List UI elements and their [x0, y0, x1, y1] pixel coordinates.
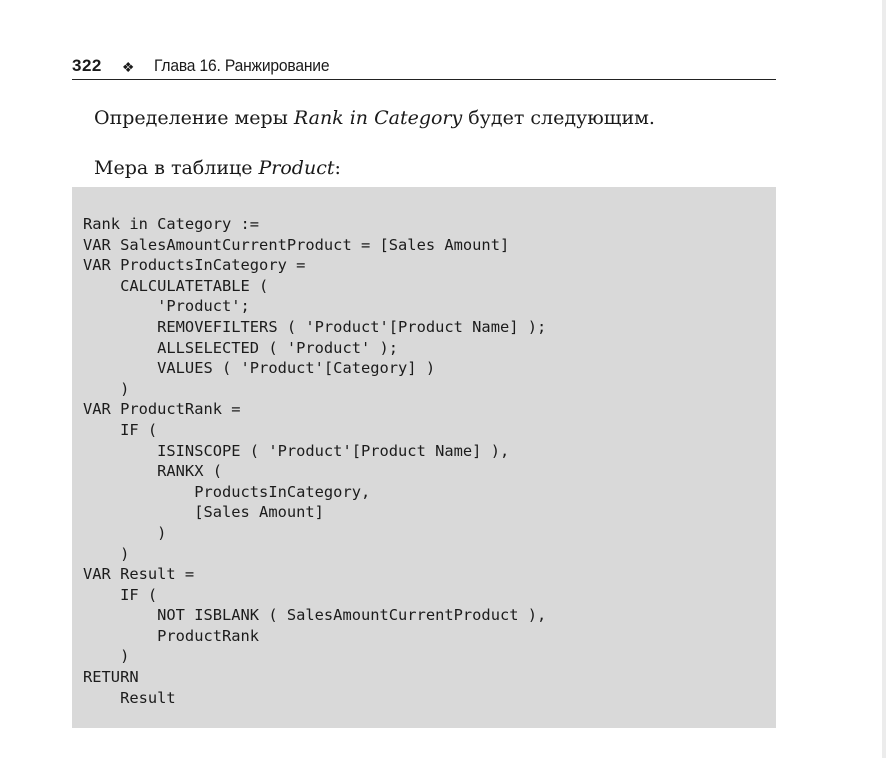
code-line: VALUES ( 'Product'[Category] ): [83, 359, 436, 378]
intro-paragraph: Определение меры Rank in Category будет …: [94, 107, 655, 129]
running-header: 322 ❖ Глава 16. Ранжирование: [72, 56, 776, 80]
code-line: ): [83, 647, 130, 666]
code-line: ISINSCOPE ( 'Product'[Product Name] ),: [83, 441, 510, 460]
intro-text-before: Определение меры: [94, 107, 294, 129]
table-note-before: Мера в таблице: [94, 157, 259, 179]
code-line: RANKX (: [83, 462, 222, 481]
ornament-icon: ❖: [121, 59, 135, 75]
code-line: 'Product';: [83, 297, 250, 316]
code-line: ): [83, 523, 167, 542]
chapter-title: Глава 16. Ранжирование: [154, 56, 330, 75]
code-line: Result: [83, 688, 176, 707]
code-line: VAR ProductsInCategory =: [83, 256, 306, 275]
table-name: Product: [258, 157, 335, 179]
code-line: ALLSELECTED ( 'Product' );: [83, 338, 399, 357]
table-note-after: :: [334, 157, 341, 179]
intro-text-after: будет следующим.: [462, 107, 655, 129]
code-line: IF (: [83, 585, 158, 604]
code-line: Rank in Category :=: [83, 215, 260, 233]
code-line: ProductRank: [83, 626, 260, 645]
code-line: VAR SalesAmountCurrentProduct = [Sales A…: [83, 235, 510, 254]
table-note-paragraph: Мера в таблице Product:: [94, 157, 341, 179]
code-line: CALCULATETABLE (: [83, 276, 269, 295]
page-edge: [882, 0, 886, 758]
code-line: RETURN: [83, 668, 139, 687]
code-line: REMOVEFILTERS ( 'Product'[Product Name] …: [83, 317, 547, 336]
code-line: VAR Result =: [83, 565, 195, 584]
code-line: NOT ISBLANK ( SalesAmountCurrentProduct …: [83, 606, 547, 625]
code-line: ): [83, 379, 130, 398]
code-line: [Sales Amount]: [83, 503, 324, 522]
code-line: VAR ProductRank =: [83, 400, 241, 419]
code-line: ProductsInCategory,: [83, 482, 371, 501]
code-line: IF (: [83, 420, 158, 439]
measure-name: Rank in Category: [293, 107, 463, 129]
code-listing: Rank in Category := VAR SalesAmountCurren…: [72, 187, 776, 728]
page-number: 322: [72, 56, 102, 75]
code-line: ): [83, 544, 130, 563]
